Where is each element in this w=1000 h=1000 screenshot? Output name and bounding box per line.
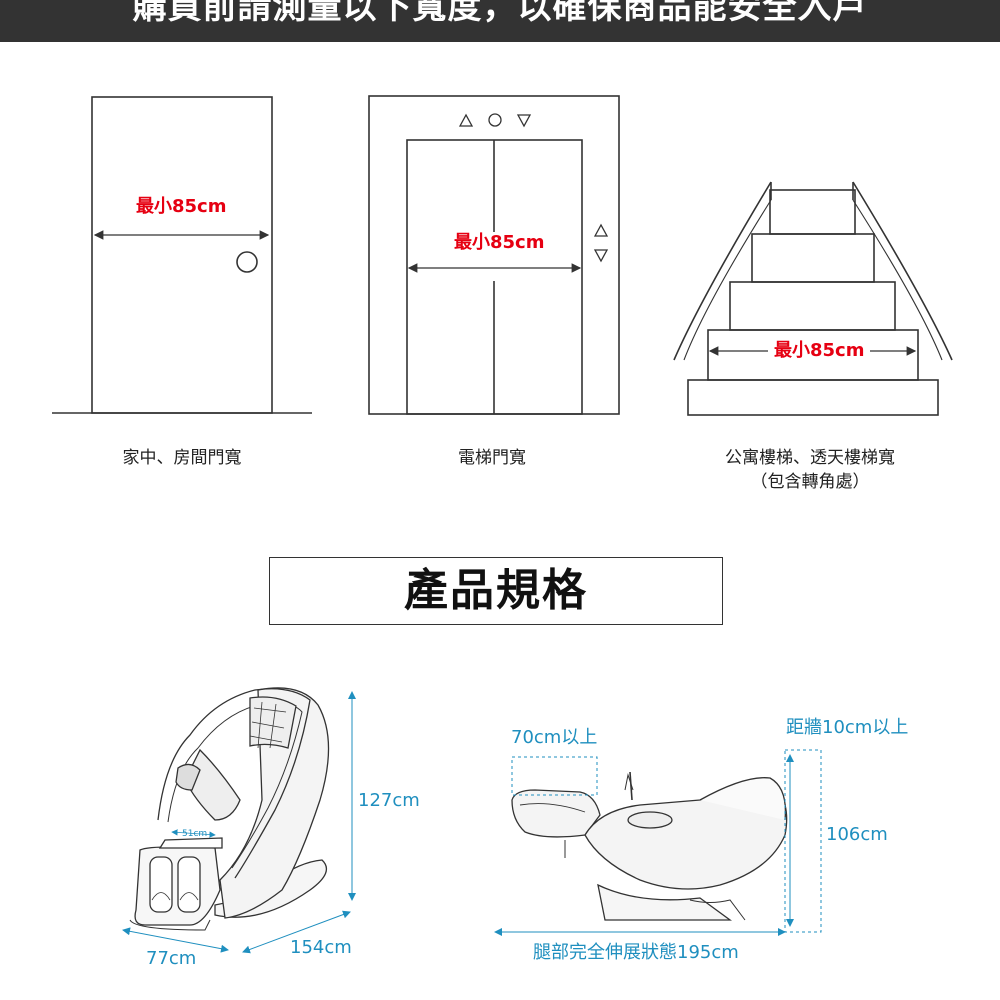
section-title-box: 產品規格: [269, 557, 723, 625]
seat-width-arrow: [171, 829, 216, 838]
stair-step-4: [751, 233, 875, 283]
front-length-arrow: [242, 910, 351, 954]
room-door-drawing: [52, 96, 312, 414]
extended-length-label: 腿部完全伸展狀態195cm: [533, 942, 739, 963]
circle-icon: [488, 113, 502, 127]
room-door-caption: 家中、房間門寬: [122, 448, 242, 468]
wall-distance-label: 距牆10cm以上: [786, 717, 909, 738]
massage-chair-front-drawing: [122, 687, 356, 954]
up-triangle-icon: [458, 113, 474, 127]
stairs-caption-line1: 公寓樓梯、透天樓梯寬: [725, 448, 895, 468]
front-height-label: 127cm: [358, 790, 420, 811]
section-title: 產品規格: [404, 565, 588, 616]
stair-left-rail: [673, 181, 772, 361]
door-frame: [91, 96, 273, 414]
side-height-label: 106cm: [826, 824, 888, 845]
top-clearance-box: [511, 756, 598, 796]
stair-step-3: [729, 281, 896, 331]
door-knob-icon: [236, 251, 258, 273]
front-width-label: 77cm: [146, 948, 197, 969]
wall-clearance-box: [784, 749, 822, 933]
call-down-icon: [593, 249, 609, 263]
control-panel: [175, 763, 201, 791]
stairs-width-label: 最小85cm: [768, 340, 871, 362]
massage-chair-side-drawing: [494, 749, 822, 936]
call-up-icon: [593, 223, 609, 237]
chair-side-shell: [219, 687, 330, 919]
elevator-caption: 電梯門寬: [458, 448, 526, 468]
stairs-caption-line2: （包含轉角處）: [750, 472, 870, 492]
top-banner: 購買前請測量以下寬度，以確保商品能安全入戶: [0, 0, 1000, 42]
right-foot-slot: [177, 856, 201, 913]
room-door-width-label: 最小85cm: [136, 196, 227, 218]
top-clearance-label: 70cm以上: [511, 727, 598, 748]
left-foot-slot: [149, 856, 173, 913]
seat-width-label: 51cm: [182, 829, 208, 839]
chair-inner-shell: [157, 688, 311, 879]
front-length-label: 154cm: [290, 937, 352, 958]
front-width-arrow: [122, 927, 229, 953]
down-triangle-icon: [516, 114, 532, 128]
stair-step-1: [687, 379, 939, 416]
side-base: [597, 883, 732, 921]
chair-seat-edge: [158, 837, 223, 849]
side-leg-rest: [511, 789, 601, 838]
side-armrest-panel: [627, 811, 673, 829]
elevator-drawing: [368, 95, 620, 415]
stair-right-rail: [852, 181, 953, 361]
elevator-width-label: 最小85cm: [454, 232, 545, 254]
banner-title: 購買前請測量以下寬度，以確保商品能安全入戶: [132, 0, 868, 27]
side-back-cushion: [699, 777, 787, 821]
stairs-drawing: [673, 181, 953, 416]
stair-step-5: [769, 189, 856, 235]
